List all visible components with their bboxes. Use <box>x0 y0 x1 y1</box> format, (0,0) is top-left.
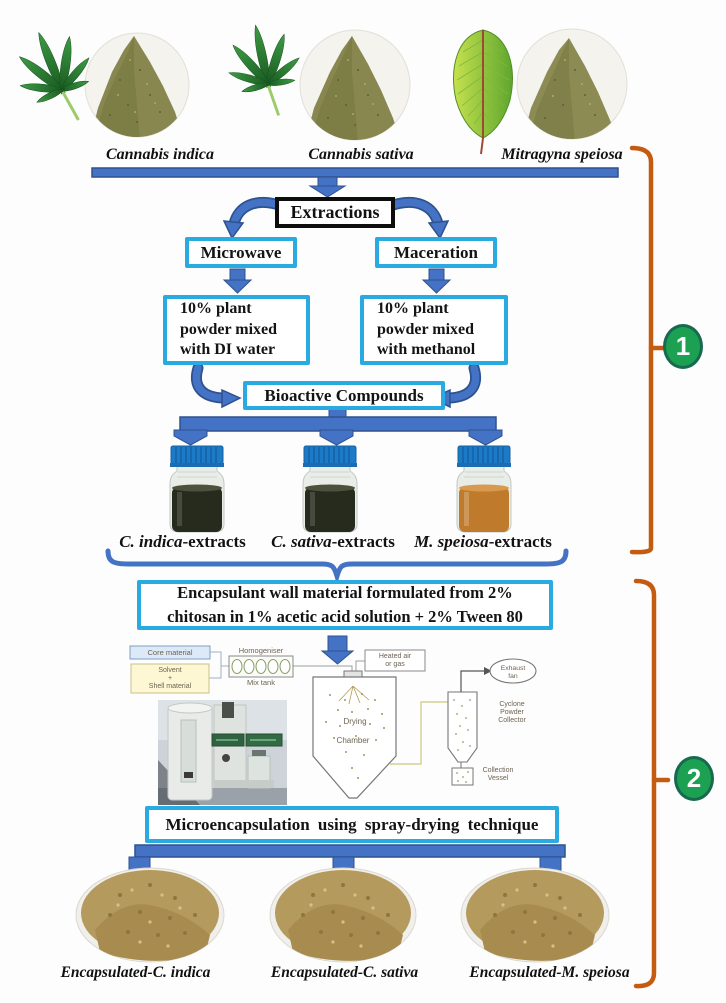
mixture-box-methanol: 10% plant powder mixed with methanol <box>360 295 508 365</box>
mix-tank-label: Mix tank <box>247 678 275 687</box>
product-label-encapsulated-c-sativa: Encapsulated-C. sativa <box>270 964 419 981</box>
plant-label-cannabis-sativa: Cannabis sativa <box>308 146 414 163</box>
cyclone-label-line2: Powder <box>500 709 524 716</box>
curved-arrow-to-maceration <box>384 197 450 240</box>
cannabis-indica-leaf-icon <box>18 31 90 121</box>
m-speiosa-extract-bottle-image <box>456 445 512 533</box>
extract-suffix-c-indica: -extracts <box>182 532 246 551</box>
arrow-maceration-to-mixture <box>421 268 452 294</box>
c-sativa-extract-bottle-image <box>302 445 358 533</box>
drying-chamber-label-line2: Chamber <box>337 736 370 745</box>
extractions-box: Extractions <box>275 197 395 228</box>
solvent-label-line2: + <box>168 675 172 682</box>
extract-species-c-indica: C. indica <box>119 532 183 551</box>
plant-label-cannabis-indica: Cannabis indica <box>105 146 215 163</box>
mixture-box-di-water: 10% plant powder mixed with DI water <box>163 295 310 365</box>
microwave-box: Microwave <box>185 237 297 268</box>
distributor-bar-2 <box>124 844 566 889</box>
encapsulant-wall-material-box: Encapsulant wall material formulated fro… <box>137 580 553 630</box>
mixture-meth-line1: 10% plant <box>377 299 449 317</box>
encapsulant-line1: Encapsulant wall material formulated fro… <box>177 583 513 603</box>
mixture-di-line3: with DI water <box>180 341 276 359</box>
microencapsulation-box: Microencapsulation using spray-drying te… <box>145 806 559 843</box>
cyclone-label-line3: Collector <box>498 717 526 724</box>
mixture-meth-line2: powder mixed <box>377 320 475 338</box>
top-collector-bar <box>91 167 619 198</box>
extract-label-c-indica: C. indica-extracts <box>105 532 260 552</box>
homogeniser-label: Homogeniser <box>239 646 284 655</box>
extract-suffix-c-sativa: -extracts <box>331 532 395 551</box>
curved-arrow-to-microwave <box>222 197 288 240</box>
bioactive-compounds-box: Bioactive Compounds <box>243 381 445 410</box>
mitragyna-speiosa-leaf-icon <box>453 29 513 155</box>
encapsulated-c-indica-powder-image <box>75 867 225 963</box>
heated-air-label-line2: or gas <box>385 661 405 668</box>
core-material-label: Core material <box>147 648 192 657</box>
distributor-bar-1 <box>173 408 503 446</box>
cannabis-indica-powder-image <box>84 32 190 138</box>
spray-dryer-photo <box>158 700 287 805</box>
exhaust-fan-label-line2: fan <box>508 673 518 680</box>
curved-arrow-di-to-bioactive <box>191 362 242 409</box>
spray-dryer-diagram: Core material Solvent + Shell material H… <box>129 645 537 799</box>
extract-label-m-speiosa: M. speiosa-extracts <box>403 532 563 552</box>
plant-label-mitragyna-speiosa: Mitragyna speiosa <box>501 146 623 163</box>
product-label-encapsulated-c-indica: Encapsulated-C. indica <box>60 964 211 981</box>
stage2-bracket <box>633 578 671 989</box>
stage2-number-badge: 2 <box>674 756 714 801</box>
exhaust-fan-label-line1: Exhaust <box>501 665 526 672</box>
mitragyna-speiosa-powder-image <box>516 28 628 140</box>
extracts-underbrace <box>105 548 569 585</box>
drying-chamber-label-line1: Drying <box>343 717 366 726</box>
cannabis-sativa-powder-image <box>299 29 411 141</box>
arrow-encapsulant-to-dryer <box>320 635 355 665</box>
arrow-microwave-to-mixture <box>222 268 253 294</box>
collection-vessel-label-line1: Collection <box>483 767 514 774</box>
encapsulant-line2: chitosan in 1% acetic acid solution + 2%… <box>167 607 523 626</box>
solvent-label-line3: Shell material <box>149 683 192 690</box>
solvent-label-line1: Solvent <box>158 667 181 674</box>
encapsulated-c-sativa-powder-image <box>269 867 417 963</box>
cannabis-sativa-leaf-icon <box>228 24 300 116</box>
mixture-di-line2: powder mixed <box>180 320 278 338</box>
stage1-bracket <box>629 145 666 555</box>
collection-vessel-label-line2: Vessel <box>488 775 509 782</box>
extract-species-c-sativa: C. sativa <box>271 532 332 551</box>
extract-suffix-m-speiosa: -extracts <box>488 532 552 551</box>
encapsulated-m-speiosa-powder-image <box>460 867 610 963</box>
mixture-meth-line3: with methanol <box>377 341 476 359</box>
maceration-box: Maceration <box>375 237 497 268</box>
extract-label-c-sativa: C. sativa-extracts <box>262 532 404 552</box>
cyclone-label-line1: Cyclone <box>499 701 524 708</box>
heated-air-label-line1: Heated air <box>379 653 412 660</box>
extract-species-m-speiosa: M. speiosa <box>414 532 489 551</box>
product-label-encapsulated-m-speiosa: Encapsulated-M. speiosa <box>469 964 630 981</box>
c-indica-extract-bottle-image <box>169 445 225 533</box>
stage1-number-badge: 1 <box>663 324 703 369</box>
mixture-di-line1: 10% plant <box>180 299 252 317</box>
